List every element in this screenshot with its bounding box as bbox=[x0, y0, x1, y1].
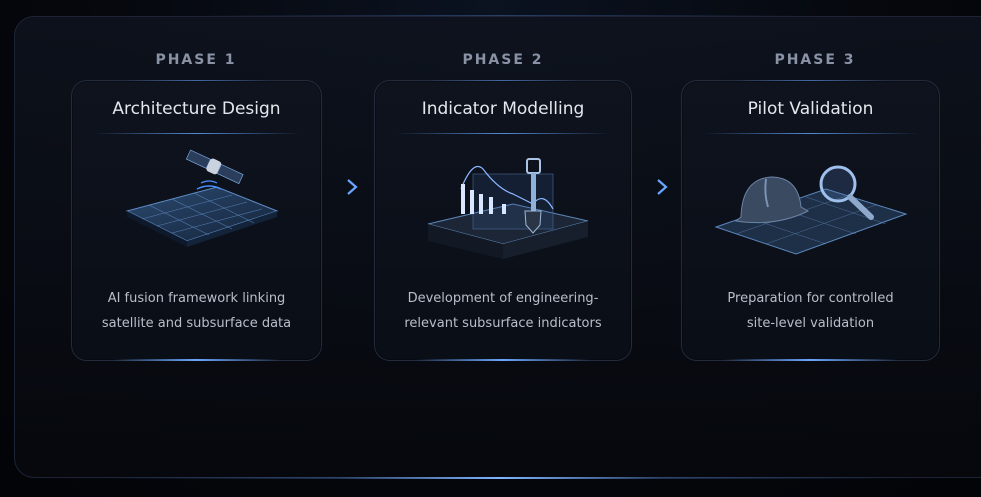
card-top-glow bbox=[122, 80, 271, 81]
title-divider bbox=[92, 133, 301, 134]
card-top-glow bbox=[732, 80, 889, 81]
phase-1-card: Architecture Design AI fusion framework … bbox=[71, 80, 322, 361]
phase-2-title: Indicator Modelling bbox=[421, 99, 585, 119]
chart-shovel-icon bbox=[427, 158, 589, 259]
phase-1-label: PHASE 1 bbox=[155, 52, 237, 68]
phase-3-label: PHASE 3 bbox=[774, 52, 856, 68]
title-divider bbox=[702, 133, 919, 134]
description-line-1: Development of engineering- bbox=[407, 291, 599, 306]
panel-bottom-glow bbox=[100, 477, 900, 479]
arrow-right-icon bbox=[632, 179, 668, 195]
card-bottom-glow bbox=[112, 359, 281, 361]
phase-1-description: AI fusion framework linking satellite an… bbox=[82, 286, 311, 336]
card-bottom-glow bbox=[415, 359, 591, 361]
phase-3-title: Pilot Validation bbox=[747, 99, 874, 119]
satellite-grid-icon bbox=[125, 149, 278, 247]
title-divider bbox=[395, 133, 611, 134]
description-line-1: AI fusion framework linking bbox=[107, 291, 286, 306]
panel-top-glow bbox=[200, 15, 800, 16]
phase-3-card: Pilot Validation Preparation for control… bbox=[681, 80, 940, 361]
phase-2-label: PHASE 2 bbox=[462, 52, 544, 68]
description-line-2: relevant subsurface indicators bbox=[404, 316, 602, 331]
phase-3-description: Preparation for controlled site-level va… bbox=[692, 286, 929, 336]
description-line-1: Preparation for controlled bbox=[727, 291, 894, 306]
phase-2-description: Development of engineering- relevant sub… bbox=[385, 286, 621, 336]
phase-2-card: Indicator Modelling Development of engin… bbox=[374, 80, 632, 361]
description-line-2: site-level validation bbox=[746, 316, 875, 331]
phase-1-title: Architecture Design bbox=[112, 99, 281, 119]
hardhat-magnifier-icon bbox=[713, 165, 908, 255]
card-top-glow bbox=[425, 80, 581, 81]
description-line-2: satellite and subsurface data bbox=[101, 316, 292, 331]
arrow-right-icon bbox=[322, 179, 358, 195]
card-bottom-glow bbox=[722, 359, 899, 361]
